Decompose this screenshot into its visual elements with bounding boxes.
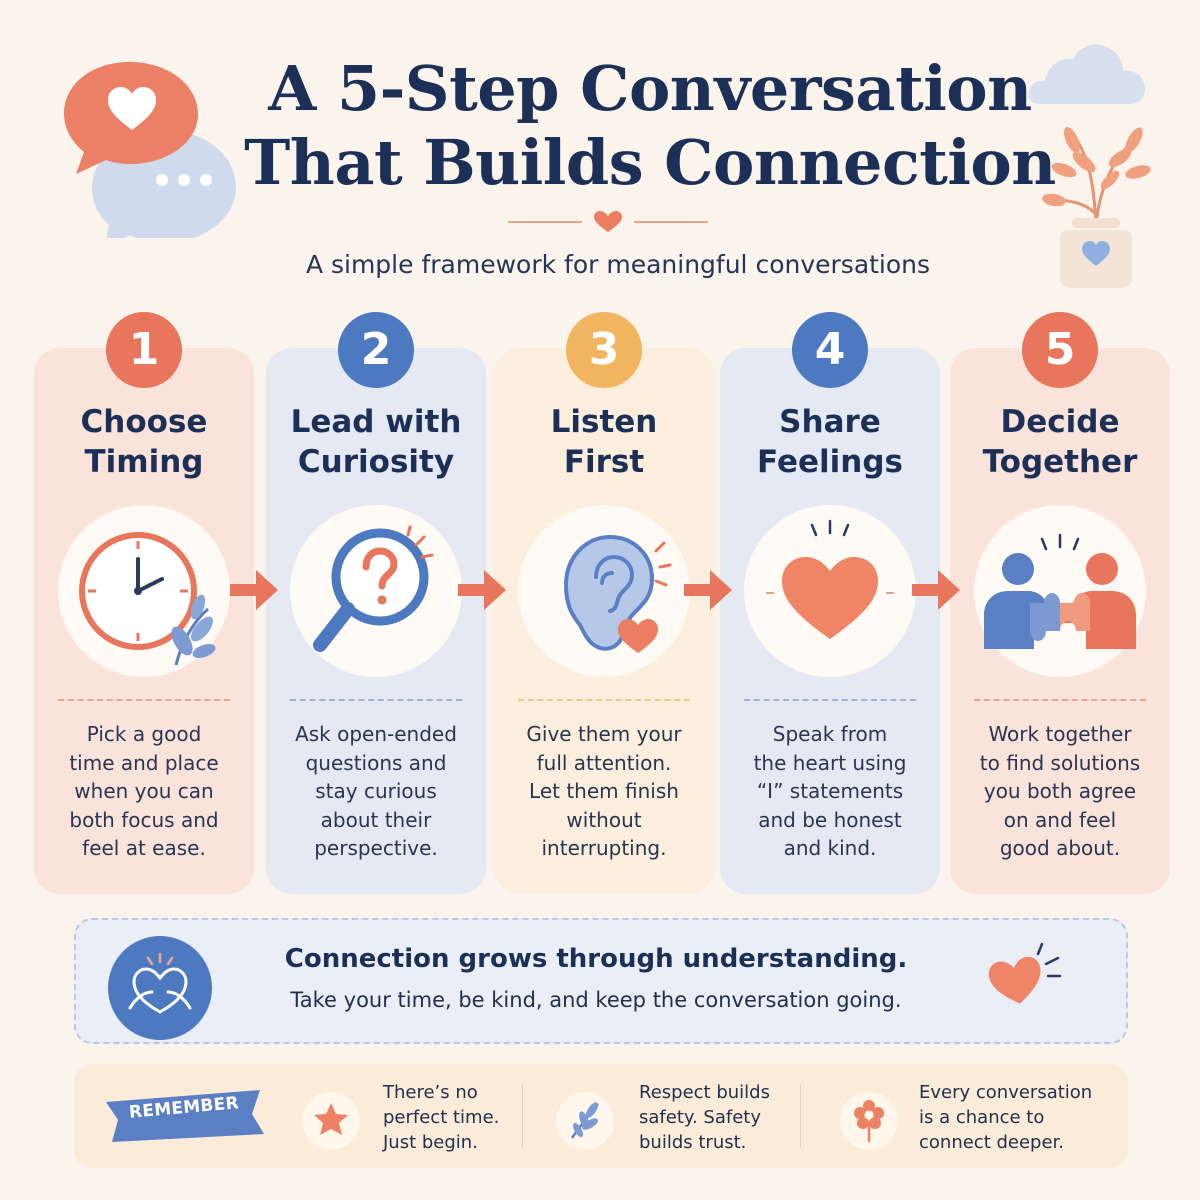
plant-vase-icon: [1042, 127, 1151, 288]
step-description-line: without: [566, 807, 642, 832]
arrow-right-icon: [230, 570, 278, 610]
step-description-line: when you can: [74, 779, 214, 803]
step-divider: [744, 699, 916, 701]
step-description-line: perspective.: [314, 836, 438, 860]
tip-separator: [522, 1084, 523, 1148]
heart-divider: [508, 211, 708, 232]
heart-hands-icon: [108, 936, 212, 1040]
step-description-line: and kind.: [783, 836, 877, 860]
ear-icon: [518, 505, 690, 677]
step-description-3: Give them your full attention. Let them …: [494, 720, 714, 863]
step-title-5: Decide Together: [950, 402, 1170, 482]
step-description-line: about their: [320, 807, 432, 832]
summary-banner: [74, 918, 1128, 1044]
step-description-1: Pick a good time and place when you can …: [34, 720, 254, 863]
puzzle-people-icon: [974, 505, 1146, 677]
step-description-line: full attention.: [536, 750, 672, 775]
title-line-2: That Builds Connection: [244, 126, 1056, 199]
step-description-line: Speak from: [772, 722, 888, 746]
tip-line: Every conversation: [919, 1082, 1093, 1103]
tip-line: Respect builds: [639, 1082, 770, 1103]
tip-2: Respect builds safety. Safety builds tru…: [639, 1080, 770, 1155]
tip-line: builds trust.: [639, 1132, 747, 1153]
step-divider: [290, 699, 462, 701]
step-number-4: 4: [792, 312, 868, 388]
step-description-line: Give them your: [526, 722, 682, 746]
step-title-4-line-2: Feelings: [757, 444, 903, 480]
banner-subtitle: Take your time, be kind, and keep the co…: [290, 988, 902, 1012]
flower-icon: [840, 1092, 898, 1150]
step-number-5: 5: [1022, 312, 1098, 388]
tip-line: is a chance to: [919, 1107, 1045, 1128]
step-description-line: on and feel: [1003, 807, 1117, 832]
step-divider: [518, 699, 690, 701]
tip-line: There’s no: [383, 1082, 478, 1103]
step-title-2: Lead with Curiosity: [266, 402, 486, 482]
step-description-5: Work together to find solutions you both…: [950, 720, 1170, 863]
step-divider: [58, 699, 230, 701]
page-title: A 5-Step Conversation That Builds Connec…: [200, 52, 1100, 200]
step-description-line: Pick a good: [86, 722, 202, 746]
tip-1: There’s no perfect time. Just begin.: [383, 1080, 499, 1155]
step-description-line: time and place: [69, 750, 219, 775]
title-line-1: A 5-Step Conversation: [268, 52, 1032, 125]
step-title-3-line-1: Listen: [550, 404, 658, 440]
step-title-4: Share Feelings: [720, 402, 940, 482]
step-description-line: Ask open-ended: [295, 722, 457, 746]
tip-line: perfect time.: [383, 1107, 500, 1128]
step-title-1-line-1: Choose: [80, 404, 208, 440]
step-title-1-line-2: Timing: [84, 444, 204, 480]
step-description-line: interrupting.: [541, 836, 667, 860]
star-icon: [302, 1092, 360, 1150]
step-description-line: both focus and: [69, 807, 219, 832]
ribbon-badge: [106, 1090, 264, 1142]
step-number-2: 2: [338, 312, 414, 388]
tip-line: safety. Safety: [639, 1107, 761, 1128]
step-description-4: Speak from the heart using “I” statement…: [720, 720, 940, 863]
step-number-3: 3: [566, 312, 642, 388]
step-description-line: “I” statements: [756, 779, 904, 803]
step-description-line: the heart using: [753, 750, 907, 775]
step-description-line: questions and: [305, 750, 447, 775]
step-title-2-line-1: Lead with: [290, 404, 462, 440]
step-number-1: 1: [106, 312, 182, 388]
arrow-right-icon: [458, 570, 506, 610]
chat-bubbles-icon: [64, 62, 236, 238]
clock-icon: [58, 505, 230, 677]
step-divider: [974, 699, 1146, 701]
heart-icon: [744, 505, 916, 677]
step-description-line: Work together: [988, 722, 1132, 746]
step-description-line: Let them finish: [529, 779, 679, 803]
step-title-5-line-1: Decide: [1000, 404, 1120, 440]
page-subtitle: A simple framework for meaningful conver…: [305, 250, 931, 279]
tip-line: connect deeper.: [919, 1132, 1065, 1153]
arrow-right-icon: [684, 570, 732, 610]
step-description-line: and be honest: [758, 807, 902, 832]
step-title-5-line-2: Together: [982, 444, 1138, 480]
tip-separator: [800, 1084, 801, 1148]
leaf-icon: [556, 1092, 614, 1150]
step-title-1: Choose Timing: [34, 402, 254, 482]
tip-3: Every conversation is a chance to connec…: [919, 1080, 1092, 1155]
step-description-line: good about.: [999, 836, 1121, 860]
step-description-2: Ask open-ended questions and stay curiou…: [266, 720, 486, 863]
step-description-line: to find solutions: [979, 750, 1141, 775]
step-description-line: you both agree: [983, 779, 1137, 803]
step-description-line: feel at ease.: [82, 836, 206, 860]
step-title-3-line-2: First: [563, 444, 645, 480]
arrow-right-icon: [912, 570, 960, 610]
step-title-4-line-1: Share: [779, 404, 881, 440]
cloud-icon: [1028, 44, 1145, 104]
tip-line: Just begin.: [383, 1132, 478, 1153]
magnifying-glass-question-icon: [290, 505, 462, 677]
step-title-2-line-2: Curiosity: [297, 444, 455, 480]
step-title-3: Listen First: [494, 402, 714, 482]
heart-icon: [988, 942, 1062, 1004]
step-description-line: stay curious: [315, 779, 437, 803]
banner-title: Connection grows through understanding.: [284, 944, 908, 974]
